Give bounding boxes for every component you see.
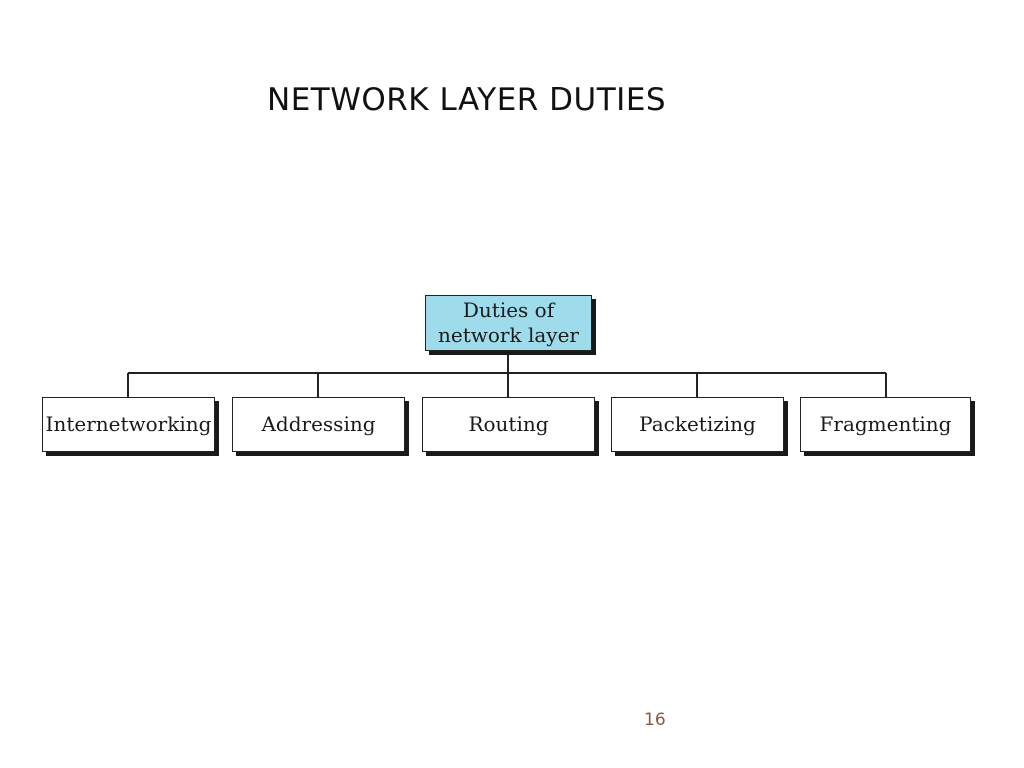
page-number: 16 bbox=[644, 710, 666, 730]
root-label-line2: network layer bbox=[438, 323, 579, 347]
duty-label: Addressing bbox=[261, 412, 376, 436]
root-label-line1: Duties of bbox=[462, 298, 555, 322]
duty-box-fragmenting: Fragmenting bbox=[800, 397, 971, 452]
duty-box-routing: Routing bbox=[422, 397, 595, 452]
duty-box-addressing: Addressing bbox=[232, 397, 405, 452]
slide-title: NETWORK LAYER DUTIES bbox=[267, 82, 667, 118]
duty-box-packetizing: Packetizing bbox=[611, 397, 784, 452]
duty-label: Fragmenting bbox=[819, 412, 952, 436]
duty-label: Routing bbox=[468, 412, 549, 436]
duty-label: Packetizing bbox=[639, 412, 756, 436]
duty-label: Internetworking bbox=[45, 412, 212, 436]
root-box-duties-of-network-layer: Duties of network layer bbox=[425, 295, 592, 351]
duty-box-internetworking: Internetworking bbox=[42, 397, 215, 452]
